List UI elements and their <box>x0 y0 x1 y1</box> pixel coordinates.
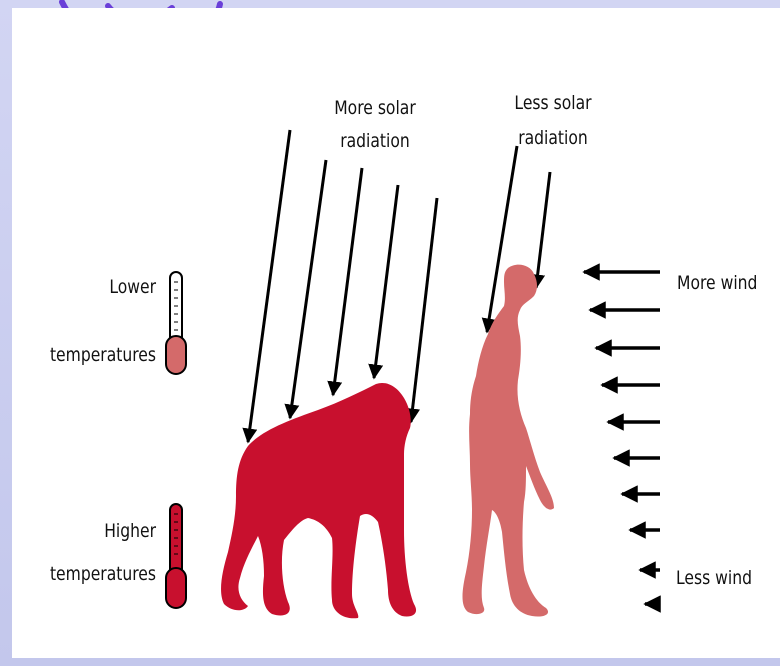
higher-temp-label-line1: Higher <box>61 520 156 543</box>
thermometer-icon-cool <box>166 272 186 374</box>
radiation-arrow-icon <box>248 130 290 442</box>
more-solar-label-line1: More solar <box>330 97 420 120</box>
less-solar-label-line2: radiation <box>508 127 598 150</box>
biped-silhouette <box>463 265 555 617</box>
radiation-arrow-icon <box>536 172 550 288</box>
lower-temp-label-line1: Lower <box>61 276 156 299</box>
thermometer-icon-hot <box>166 504 186 608</box>
less-solar-label-line1: Less solar <box>508 92 598 115</box>
wind-arrows <box>584 272 660 604</box>
less-wind-label: Less wind <box>676 567 752 590</box>
higher-temp-label-line2: temperatures <box>44 563 156 586</box>
more-wind-label: More wind <box>677 272 757 295</box>
more-solar-radiation-arrows <box>248 130 437 442</box>
lower-temp-label-line2: temperatures <box>44 344 156 367</box>
more-solar-label-line2: radiation <box>330 130 420 153</box>
radiation-arrow-icon <box>290 160 326 418</box>
radiation-arrow-icon <box>333 168 362 395</box>
radiation-arrow-icon <box>374 185 398 378</box>
radiation-arrow-icon <box>411 198 437 422</box>
